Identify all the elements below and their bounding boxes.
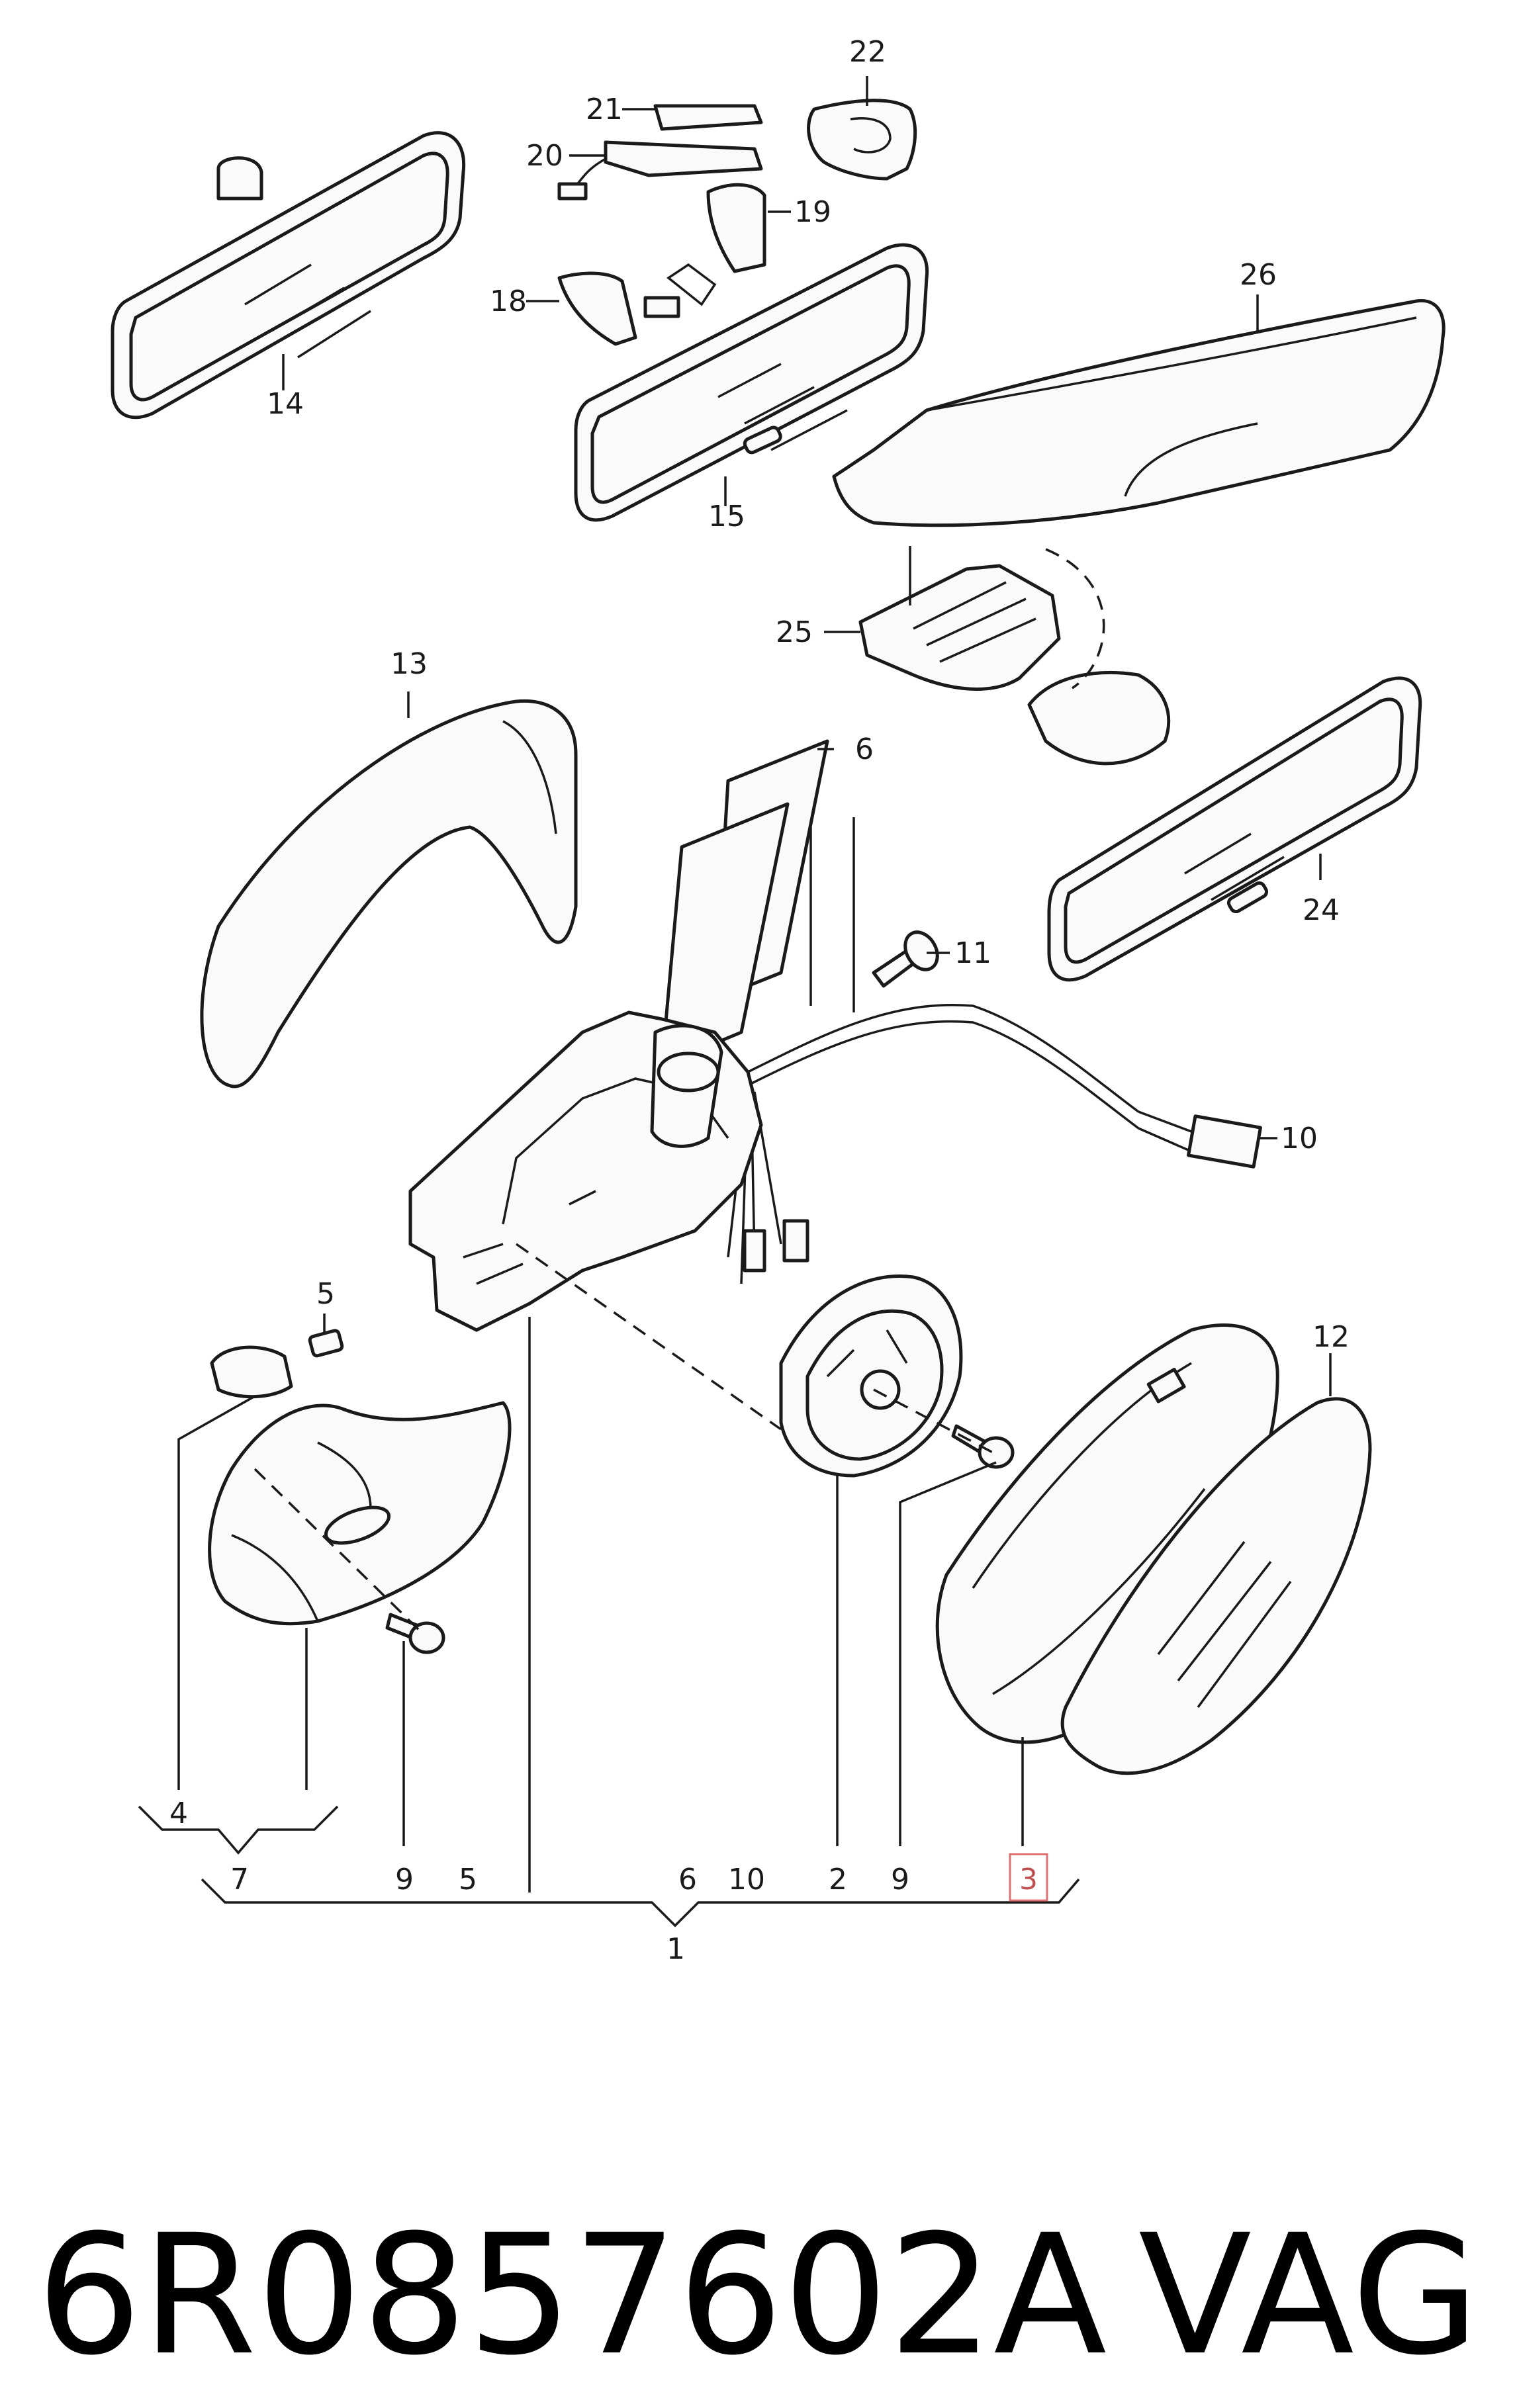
part-12-mirror-glass — [1060, 1397, 1372, 1775]
part-4-lower-housing — [208, 1401, 512, 1626]
part-25-module — [858, 564, 1061, 691]
part-11-screw — [872, 930, 939, 988]
callout-15: 15 — [708, 500, 745, 533]
row-6: 6 — [678, 1863, 697, 1896]
part-5-bulb — [210, 1329, 344, 1399]
part-9-screw-left — [385, 1613, 445, 1654]
callout-14: 14 — [267, 387, 304, 421]
row-9b: 9 — [891, 1863, 909, 1896]
part-number: 6R0857602A — [36, 2199, 1107, 2391]
brand-name: VAG — [1138, 2199, 1479, 2391]
callout-26: 26 — [1240, 258, 1277, 292]
callout-10: 10 — [1281, 1122, 1318, 1155]
part-2-adjustment-motor — [779, 1274, 963, 1478]
row-10: 10 — [728, 1863, 765, 1896]
callout-22: 22 — [849, 35, 886, 69]
callout-21: 21 — [586, 93, 623, 126]
callout-6: 6 — [855, 733, 874, 766]
part-13-mirror-cap — [200, 699, 578, 1089]
part-21-cover-strip — [653, 104, 763, 131]
callout-13: 13 — [390, 647, 428, 681]
part-6-adhesive-pad — [660, 739, 829, 1067]
callout-12: 12 — [1312, 1320, 1350, 1354]
callout-24: 24 — [1303, 893, 1340, 927]
callout-19: 19 — [794, 195, 831, 229]
highlight-box-3 — [1009, 1853, 1048, 1902]
row-1: 1 — [666, 1932, 685, 1966]
row-5: 5 — [459, 1863, 477, 1896]
callout-numbers: 22 21 20 19 18 14 15 26 25 13 6 11 24 10… — [169, 35, 1350, 1830]
part-19-cover — [706, 183, 766, 273]
part-15-interior-mirror — [574, 243, 929, 522]
part-20-sensor-bracket — [557, 140, 763, 201]
row-9: 9 — [395, 1863, 414, 1896]
part-24-interior-mirror — [1027, 670, 1422, 982]
part-mirror-base-bracket — [408, 1010, 763, 1332]
footer: 6R0857602A VAG — [36, 2199, 1479, 2391]
part-10-wiring-harness — [727, 1004, 1262, 1284]
leader-lines — [138, 76, 1332, 1928]
part-14-interior-mirror — [111, 131, 466, 420]
assembly-lines — [253, 548, 1105, 1636]
row-2: 2 — [829, 1863, 847, 1896]
row-7: 7 — [230, 1863, 249, 1896]
callout-5: 5 — [316, 1277, 335, 1311]
callout-18: 18 — [490, 285, 527, 318]
callout-11: 11 — [954, 936, 991, 970]
part-22-clip — [807, 99, 917, 181]
bottom-reference-row: 7 9 5 6 10 2 9 3 1 — [230, 1853, 1048, 1966]
callout-20: 20 — [526, 139, 563, 173]
part-18-cover — [557, 263, 717, 346]
row-3: 3 — [1019, 1863, 1038, 1896]
callout-25: 25 — [776, 615, 813, 649]
callout-4: 4 — [169, 1797, 188, 1830]
part-26-cover — [832, 299, 1446, 527]
